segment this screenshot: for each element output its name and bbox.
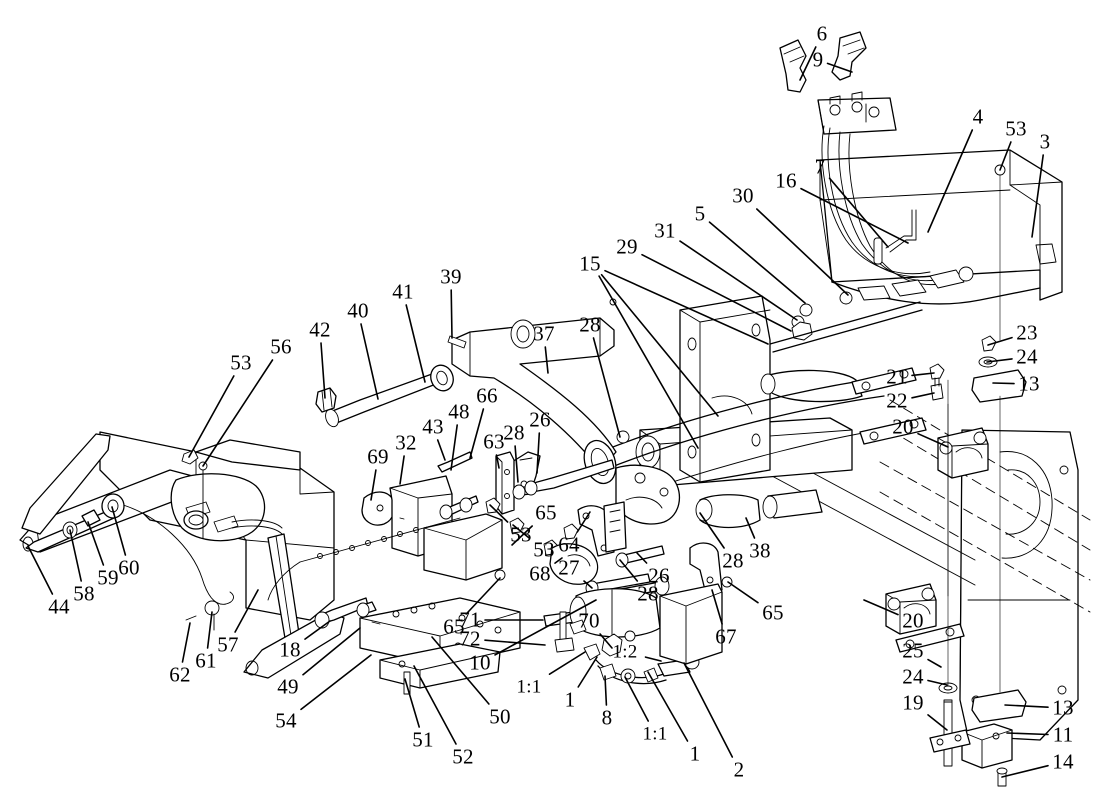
- callout-37: 37: [533, 321, 555, 346]
- callout-24: 24: [1016, 344, 1038, 369]
- callout-70: 70: [578, 608, 600, 633]
- callout-56: 56: [270, 334, 292, 359]
- callout-13: 13: [1052, 695, 1074, 720]
- callout-8: 8: [601, 705, 613, 730]
- callout-25: 25: [902, 638, 924, 663]
- callout-29: 29: [616, 234, 638, 259]
- callout-20: 20: [892, 414, 914, 439]
- callout-65: 65: [762, 600, 784, 625]
- callout-49: 49: [277, 674, 299, 699]
- callout-62: 62: [169, 662, 191, 687]
- callout-28: 28: [579, 312, 601, 337]
- callout-24: 24: [902, 664, 924, 689]
- callout-11: 11: [1052, 722, 1074, 747]
- callout-65: 65: [443, 614, 465, 639]
- callout-58: 58: [73, 581, 95, 606]
- callout-68: 68: [529, 561, 551, 586]
- callout-39: 39: [440, 264, 462, 289]
- callout-67: 67: [715, 624, 737, 649]
- callout-60: 60: [118, 555, 140, 580]
- callout-1-1: 1:1: [642, 723, 668, 745]
- callout-72: 72: [459, 626, 481, 651]
- callout-38: 38: [749, 538, 771, 563]
- callout-32: 32: [395, 430, 417, 455]
- callout-3: 3: [1039, 129, 1051, 154]
- callout-66: 66: [476, 383, 498, 408]
- callout-53: 53: [510, 522, 532, 547]
- callout-5: 5: [694, 201, 706, 226]
- callout-22: 22: [886, 388, 908, 413]
- callout-7: 7: [814, 154, 826, 179]
- callout-1: 1: [689, 741, 701, 766]
- callout-14: 14: [1052, 749, 1074, 774]
- callout-15: 15: [579, 251, 601, 276]
- callout-13: 13: [1018, 371, 1040, 396]
- callout-54: 54: [275, 708, 297, 733]
- callout-65: 65: [535, 500, 557, 525]
- callout-20: 20: [902, 608, 924, 633]
- callout-50: 50: [489, 704, 511, 729]
- left-a-frame: [19, 431, 345, 679]
- right-frame-plate: [959, 429, 1079, 741]
- callout-64: 64: [558, 532, 580, 557]
- callout-31: 31: [654, 218, 676, 243]
- callout-19: 19: [902, 690, 924, 715]
- callout-28: 28: [637, 581, 659, 606]
- callout-52: 52: [452, 744, 474, 769]
- callout-1-1: 1:1: [516, 676, 542, 698]
- callout-40: 40: [347, 298, 369, 323]
- callout-18: 18: [279, 637, 301, 662]
- callout-26: 26: [648, 563, 670, 588]
- callout-53: 53: [1005, 116, 1027, 141]
- callout-42: 42: [309, 317, 331, 342]
- callout-26: 26: [529, 407, 551, 432]
- callout-53: 53: [533, 537, 555, 562]
- callout-63: 63: [483, 429, 505, 454]
- callout-51: 51: [412, 727, 434, 752]
- callout-30: 30: [732, 183, 754, 208]
- callout-21: 21: [886, 364, 908, 389]
- callout-28: 28: [722, 548, 744, 573]
- callout-69: 69: [367, 444, 389, 469]
- callout-1: 1: [564, 687, 576, 712]
- callout-71: 71: [459, 607, 481, 632]
- callout-27: 27: [558, 555, 580, 580]
- callout-4: 4: [972, 104, 984, 129]
- callout-44: 44: [48, 594, 70, 619]
- callout-53: 53: [230, 350, 252, 375]
- callout-43: 43: [422, 414, 444, 439]
- callout-6: 6: [816, 21, 828, 46]
- callout-59: 59: [97, 565, 119, 590]
- callout-1-2: 1:2: [612, 641, 638, 663]
- callout-28: 28: [503, 420, 525, 445]
- callout-41: 41: [392, 279, 414, 304]
- callout-9: 9: [812, 47, 824, 72]
- callout-23: 23: [1016, 320, 1038, 345]
- callout-48: 48: [448, 399, 470, 424]
- callout-16: 16: [775, 168, 797, 193]
- callout-61: 61: [195, 648, 217, 673]
- bracket-assembly-lower-left: [314, 597, 521, 695]
- callout-10: 10: [469, 650, 491, 675]
- callout-2: 2: [733, 757, 745, 782]
- callout-57: 57: [217, 632, 239, 657]
